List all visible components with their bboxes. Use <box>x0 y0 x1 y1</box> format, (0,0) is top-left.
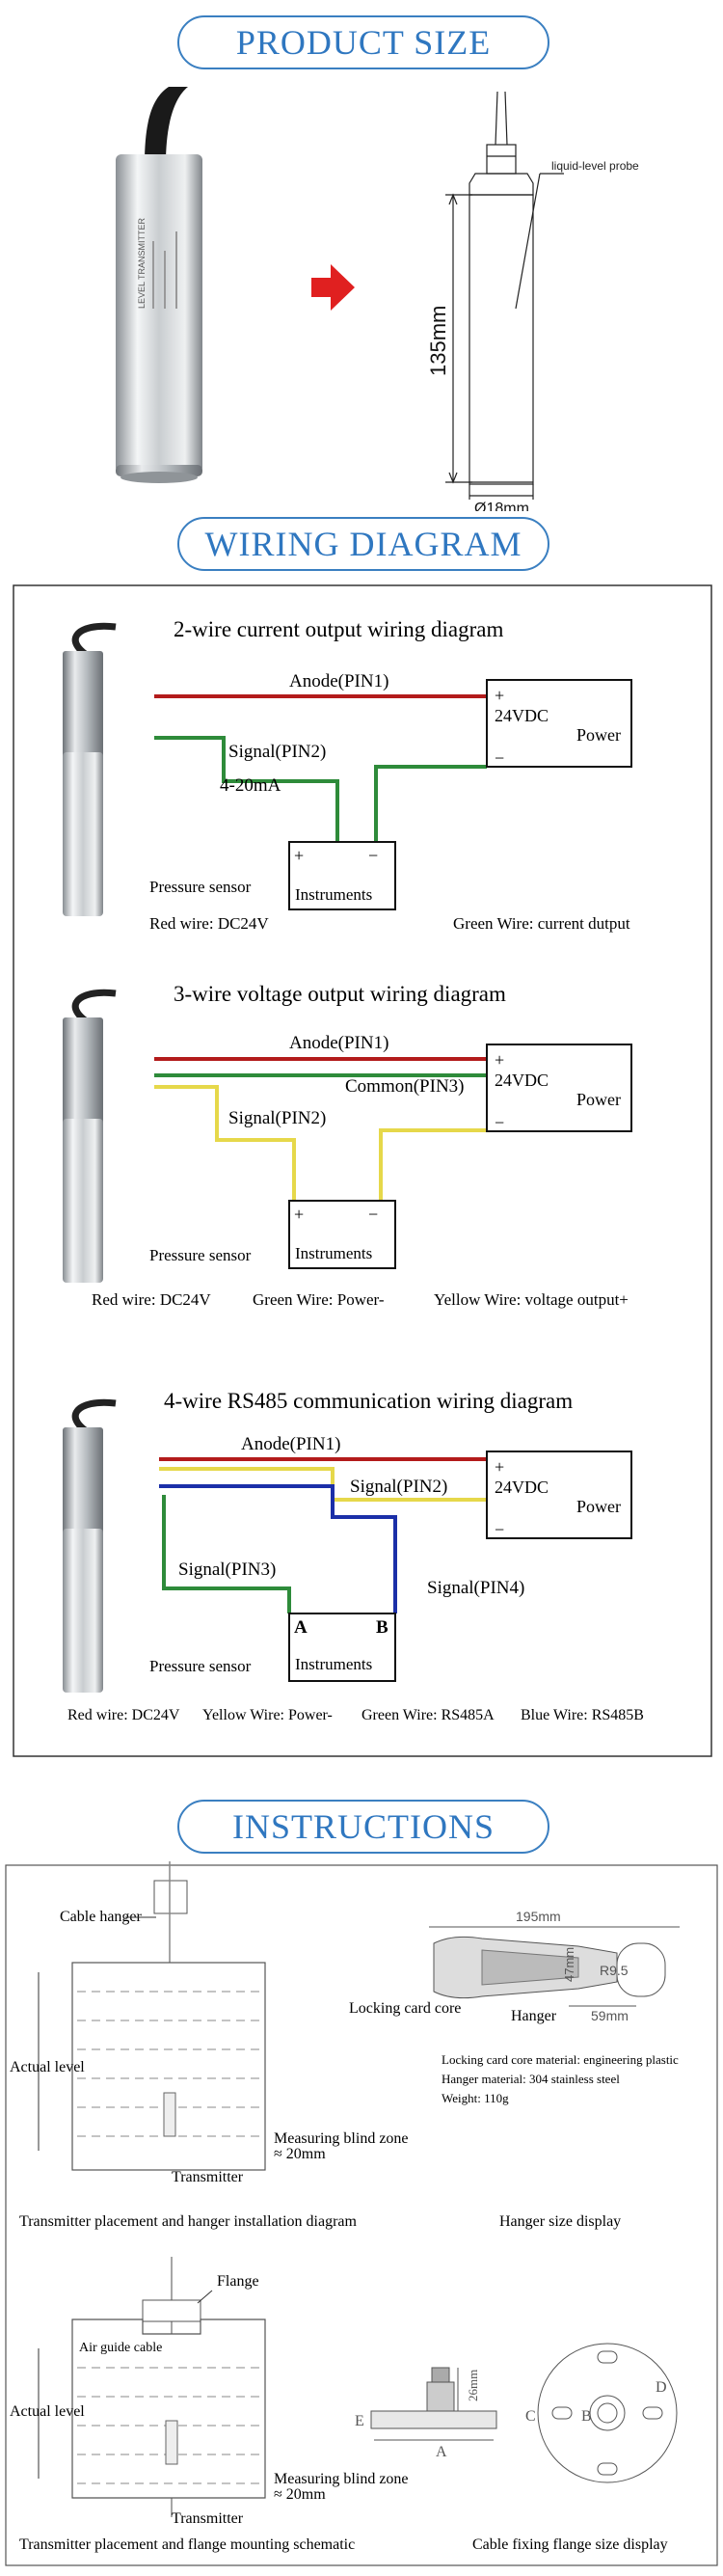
flange-height-dim: 26mm <box>466 2370 480 2401</box>
hanger-height: 47mm <box>562 1947 576 1982</box>
d3-voltage: 24VDC <box>495 1478 549 1497</box>
d3-anode: Anode(PIN1) <box>241 1434 340 1454</box>
section-header-instructions: INSTRUCTIONS <box>177 1800 549 1854</box>
actual-level-label-2: Actual level <box>10 2403 85 2420</box>
d2-power-minus: − <box>495 1113 504 1132</box>
d2-title: 3-wire voltage output wiring diagram <box>174 982 506 1006</box>
d2-inst-minus: − <box>368 1205 378 1224</box>
hanger-installation: Cable hanger Actual level Measuring blin… <box>10 1861 409 2230</box>
d3-pin-b: B <box>376 1617 388 1638</box>
d1-legend-green: Green Wire: current dutput <box>453 914 630 933</box>
sensor-engraving: LEVEL TRANSMITTER <box>137 217 147 309</box>
blind-value-1: ≈ 20mm <box>274 2146 326 2162</box>
d2-sensor-label: Pressure sensor <box>149 1246 252 1264</box>
transmitter-label-2: Transmitter <box>172 2510 244 2527</box>
diagram-3wire: 3-wire voltage output wiring diagram Pre… <box>63 982 632 1309</box>
instructions-figure: Cable hanger Actual level Measuring blin… <box>5 1861 718 2566</box>
dimension-drawing <box>445 91 564 500</box>
hanger-spec-1: Locking card core material: engineering … <box>442 2052 679 2067</box>
d3-signal3: Signal(PIN3) <box>178 1559 276 1580</box>
d2-legend-green: Green Wire: Power- <box>253 1290 385 1309</box>
d3-legend-yellow: Yellow Wire: Power- <box>202 1707 333 1723</box>
flange-size-caption: Cable fixing flange size display <box>472 2536 668 2553</box>
section-header-wiring: WIRING DIAGRAM <box>177 517 549 571</box>
d1-power-minus: − <box>495 748 504 768</box>
d2-inst-plus: + <box>294 1205 304 1224</box>
flange-label: Flange <box>217 2273 259 2290</box>
d3-legend-red: Red wire: DC24V <box>67 1707 180 1723</box>
product-size-figure: LEVEL TRANSMITTER liquid-level probe 135… <box>116 87 639 511</box>
hanger-label: Hanger <box>511 2008 557 2024</box>
flange-dim-c: C <box>525 2408 536 2425</box>
wiring-diagrams: 2-wire current output wiring diagram Pre… <box>13 584 712 1757</box>
actual-level-label-1: Actual level <box>10 2059 85 2075</box>
d3-legend-blue: Blue Wire: RS485B <box>521 1707 644 1723</box>
hanger-sub-width: 59mm <box>591 2008 629 2023</box>
d3-sensor-label: Pressure sensor <box>149 1657 252 1675</box>
d2-signal: Signal(PIN2) <box>228 1108 326 1128</box>
hanger-installation-caption: Transmitter placement and hanger install… <box>19 2213 358 2230</box>
sensor-cable <box>145 87 188 164</box>
blind-zone-label-2: Measuring blind zone <box>274 2471 409 2487</box>
flange-dim-b: B <box>581 2408 592 2425</box>
d3-power-plus: + <box>495 1457 504 1477</box>
flange-dim-d: D <box>656 2379 667 2396</box>
d1-legend-red: Red wire: DC24V <box>149 914 269 933</box>
d1-anode: Anode(PIN1) <box>289 671 388 691</box>
air-cable-label: Air guide cable <box>79 2341 162 2355</box>
cable-hanger-label: Cable hanger <box>60 1909 143 1925</box>
sensor-body <box>116 154 202 473</box>
d3-signal2: Signal(PIN2) <box>350 1477 447 1497</box>
d2-legend-red: Red wire: DC24V <box>92 1290 211 1309</box>
hanger-size-caption: Hanger size display <box>499 2213 621 2230</box>
height-dimension: 135mm <box>426 306 450 376</box>
d1-instruments: Instruments <box>295 885 372 904</box>
d2-anode: Anode(PIN1) <box>289 1033 388 1053</box>
d1-signal: Signal(PIN2) <box>228 742 326 762</box>
d1-voltage: 24VDC <box>495 706 549 725</box>
diagram-4wire: 4-wire RS485 communication wiring diagra… <box>63 1389 644 1723</box>
flange-dim-a: A <box>436 2444 447 2460</box>
d2-legend-yellow: Yellow Wire: voltage output+ <box>434 1290 629 1309</box>
flange-dim-e: E <box>355 2413 364 2429</box>
hanger-width: 195mm <box>516 1909 561 1924</box>
d2-voltage: 24VDC <box>495 1071 549 1090</box>
locking-core-label: Locking card core <box>349 2000 461 2017</box>
hanger-radius: R9.5 <box>600 1963 629 1978</box>
d1-inst-minus: − <box>368 846 378 865</box>
d1-inst-plus: + <box>294 846 304 865</box>
d3-power: Power <box>576 1497 621 1516</box>
hanger-spec-3: Weight: 110g <box>442 2091 509 2105</box>
flange-installation: Flange Air guide cable Actual level Meas… <box>10 2257 409 2553</box>
blind-zone-label-1: Measuring blind zone <box>274 2130 409 2147</box>
section-header-product-size: PRODUCT SIZE <box>177 15 549 69</box>
d1-title: 2-wire current output wiring diagram <box>174 617 503 641</box>
d1-current: 4-20mA <box>220 775 281 796</box>
d3-instruments: Instruments <box>295 1655 372 1673</box>
d3-power-minus: − <box>495 1520 504 1539</box>
hanger-size: 195mm 47mm R9.5 59mm Locking card core H… <box>349 1909 680 2230</box>
d1-power: Power <box>576 725 621 745</box>
d2-power: Power <box>576 1090 621 1109</box>
blind-value-2: ≈ 20mm <box>274 2486 326 2503</box>
d2-common: Common(PIN3) <box>345 1076 465 1097</box>
d1-sensor-label: Pressure sensor <box>149 878 252 896</box>
diagram-2wire: 2-wire current output wiring diagram Pre… <box>63 617 632 933</box>
d3-title: 4-wire RS485 communication wiring diagra… <box>164 1389 573 1413</box>
arrow-icon <box>311 264 355 311</box>
d3-signal4: Signal(PIN4) <box>427 1578 524 1598</box>
hanger-spec-2: Hanger material: 304 stainless steel <box>442 2072 620 2086</box>
d3-legend-green: Green Wire: RS485A <box>362 1707 495 1723</box>
d1-power-plus: + <box>495 686 504 705</box>
d3-pin-a: A <box>294 1617 308 1638</box>
flange-size <box>370 2343 678 2483</box>
probe-label: liquid-level probe <box>551 159 639 173</box>
d2-instruments: Instruments <box>295 1244 372 1262</box>
d2-power-plus: + <box>495 1050 504 1070</box>
flange-installation-caption: Transmitter placement and flange mountin… <box>19 2536 355 2553</box>
transmitter-label-1: Transmitter <box>172 2169 244 2185</box>
diameter-dimension: Ø18mm <box>474 501 529 511</box>
